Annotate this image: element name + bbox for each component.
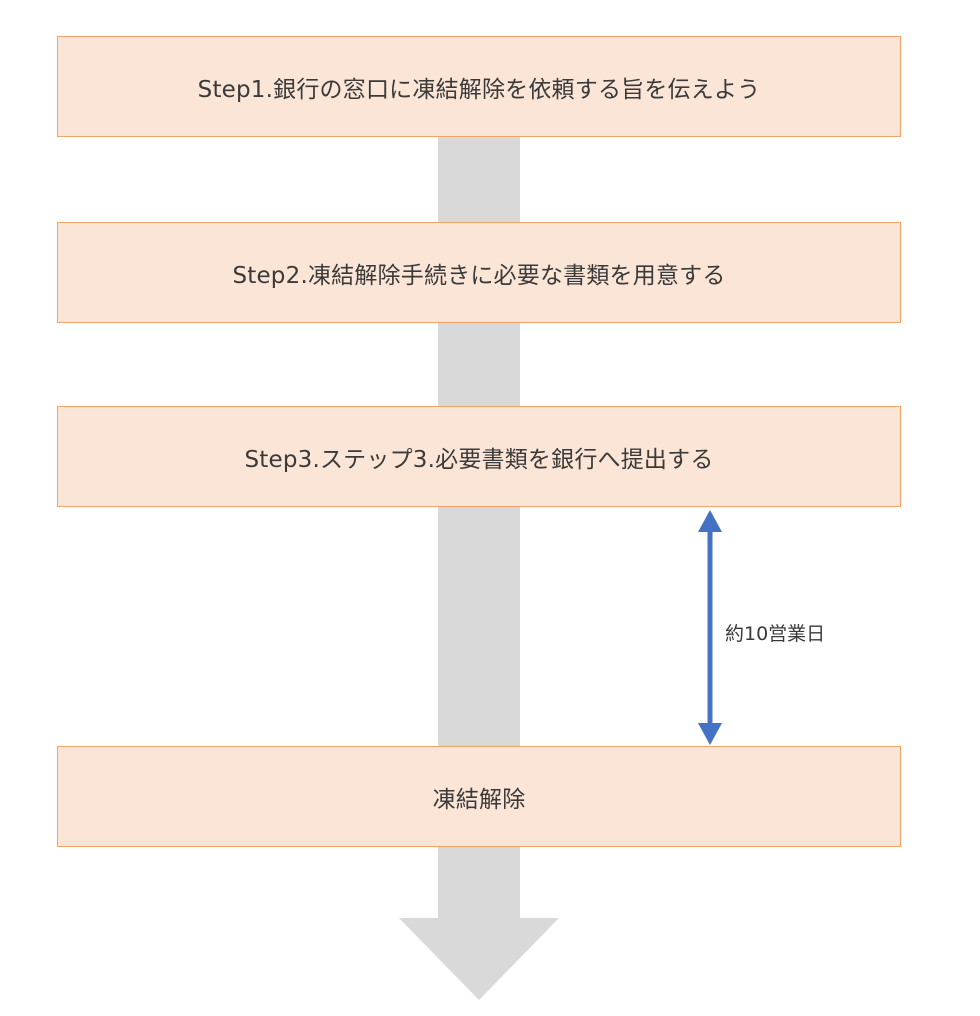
step-4-box: 凍結解除 <box>57 746 901 847</box>
flow-arrow-head <box>399 918 559 1000</box>
duration-label: 約10営業日 <box>725 623 826 645</box>
step-2-label: Step2.凍結解除手続きに必要な書類を用意する <box>232 262 726 289</box>
step-3-label: Step3.ステップ3.必要書類を銀行へ提出する <box>244 446 714 473</box>
step-4-label: 凍結解除 <box>432 786 526 813</box>
duration-arrow-head-up <box>698 510 722 532</box>
step-1-label: Step1.銀行の窓口に凍結解除を依頼する旨を伝えよう <box>197 76 761 103</box>
duration-arrow-head-down <box>698 723 722 745</box>
duration-arrow <box>698 510 722 745</box>
step-1-box: Step1.銀行の窓口に凍結解除を依頼する旨を伝えよう <box>57 36 901 137</box>
step-3-box: Step3.ステップ3.必要書類を銀行へ提出する <box>57 406 901 507</box>
step-2-box: Step2.凍結解除手続きに必要な書類を用意する <box>57 222 901 323</box>
